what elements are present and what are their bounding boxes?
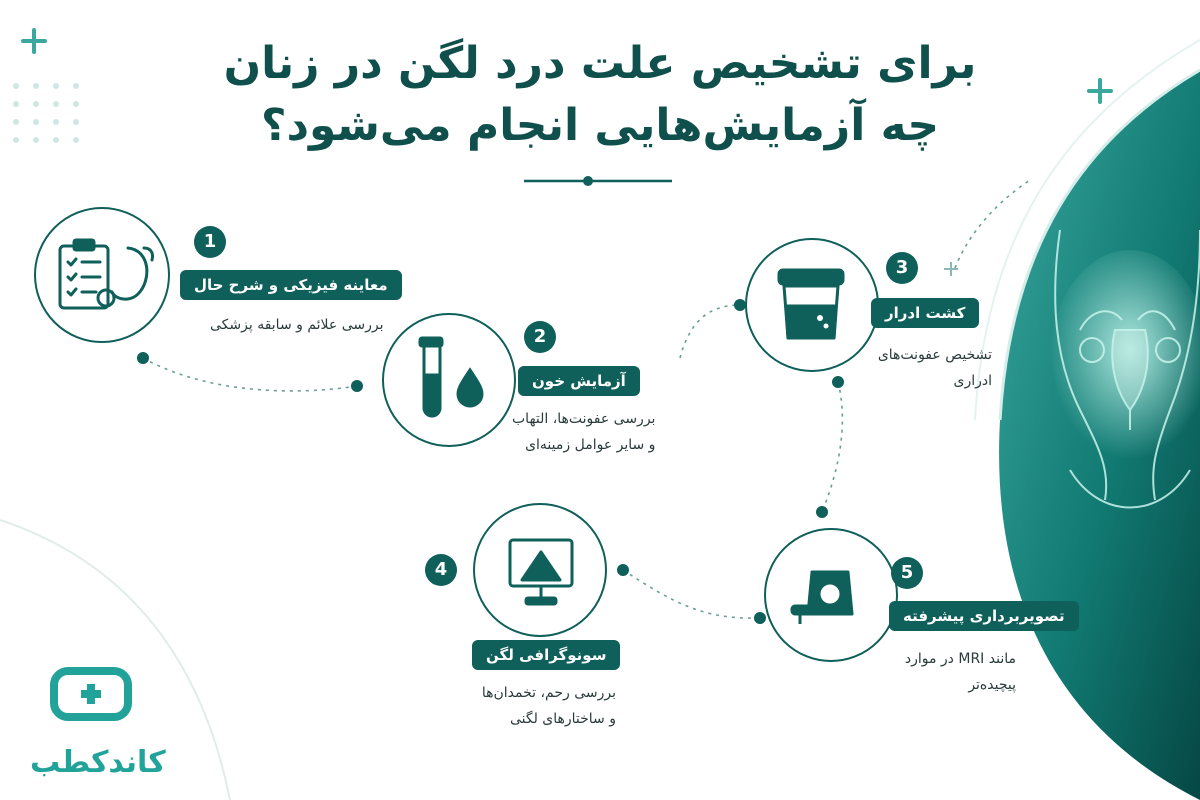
step-description-1: بررسی علائم و سابقه پزشکی: [210, 312, 384, 338]
step-description-line: و سایر عوامل زمینه‌ای: [525, 437, 656, 453]
step-label-1: معاینه فیزیکی و شرح حال: [180, 270, 402, 300]
dot-grid-decoration: [13, 83, 79, 143]
pelvis-uterus-illustration: [1054, 229, 1200, 509]
ultrasound-monitor-icon: [508, 538, 574, 606]
step-description-3: تشخیص عفونت‌های ادراری: [852, 342, 992, 394]
step-description-line: و ساختارهای لگنی: [509, 711, 616, 727]
urine-cup-icon: [777, 268, 845, 340]
step-description-line: ادراری: [953, 373, 993, 389]
step-label-2: آزمایش خون: [518, 366, 640, 396]
page-title-line1: برای تشخیص علت درد لگن در زنان: [223, 38, 977, 89]
step-label-3: کشت ادرار: [871, 298, 980, 328]
step-description-4: بررسی رحم، تخمدان‌ها و ساختارهای لگنی: [456, 680, 616, 732]
step-number-2: 2: [524, 321, 556, 353]
plus-icon: [21, 28, 1113, 104]
step-number-1: 1: [194, 226, 226, 258]
medical-cross-logo-icon: [50, 667, 132, 721]
step-description-line: بررسی علائم و سابقه پزشکی: [210, 317, 384, 333]
mri-scanner-icon: [790, 570, 854, 624]
step-connectors: [142, 179, 1031, 619]
connector-plus: [944, 262, 958, 276]
step-label-4: سونوگرافی لگن: [472, 640, 621, 670]
step-number-3: 3: [886, 252, 918, 284]
test-tube-drop-icon: [418, 336, 484, 418]
step-description-5: مانند MRI در موارد پیچیده‌تر: [880, 646, 1016, 698]
step-label-5: تصویربرداری پیشرفته: [889, 601, 1079, 631]
title-divider: [524, 176, 672, 186]
decorative-arc: [0, 519, 231, 800]
brand-name: کاندکطب: [30, 745, 166, 780]
step-description-line: تشخیص عفونت‌های: [877, 347, 992, 363]
step-circles: [34, 207, 898, 662]
clipboard-stethoscope-icon: [58, 238, 154, 310]
step-description-line: بررسی رحم، تخمدان‌ها: [481, 685, 616, 701]
step-number-4: 4: [425, 554, 457, 586]
connector-dots: [137, 299, 844, 624]
page-title-line2: چه آزمایش‌هایی انجام می‌شود؟: [260, 100, 940, 151]
step-description-line: بررسی عفونت‌ها، التهاب: [512, 411, 656, 427]
step-number-5: 5: [891, 557, 923, 589]
step-description-2: بررسی عفونت‌ها، التهاب و سایر عوامل زمین…: [512, 406, 655, 458]
step-description-line: پیچیده‌تر: [968, 677, 1016, 693]
step-description-line: مانند MRI در موارد: [904, 651, 1016, 667]
